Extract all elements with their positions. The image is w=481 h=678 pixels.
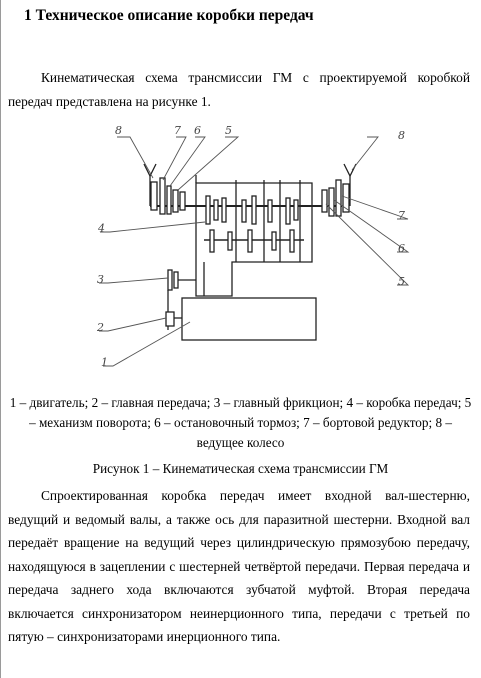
callout-7-right: 7 — [398, 209, 405, 222]
callout-8-left: 8 — [115, 124, 122, 137]
intro-paragraph: Кинематическая схема трансмиссии ГМ с пр… — [8, 70, 470, 109]
callout-3: 3 — [97, 273, 104, 286]
callout-5-left: 5 — [225, 124, 232, 137]
callout-5-right: 5 — [398, 275, 405, 288]
kinematic-diagram: 8 7 6 5 4 3 2 1 8 7 6 5 — [96, 124, 410, 369]
description-paragraph: Спроектированная коробка передач имеет в… — [8, 488, 470, 644]
callout-4: 4 — [97, 222, 105, 235]
callout-6-right: 6 — [398, 242, 405, 255]
page-edge-line — [0, 0, 1, 678]
callout-7-left: 7 — [174, 124, 181, 137]
callout-1: 1 — [101, 356, 108, 369]
callout-6-left: 6 — [194, 124, 201, 137]
figure-caption: Рисунок 1 – Кинематическая схема трансми… — [92, 461, 389, 476]
figure-legend: 1 – двигатель; 2 – главная передача; 3 –… — [9, 395, 472, 450]
section-heading: 1 Техническое описание коробки передач — [24, 7, 314, 24]
callout-8-right: 8 — [398, 129, 405, 142]
callout-2: 2 — [96, 321, 104, 334]
